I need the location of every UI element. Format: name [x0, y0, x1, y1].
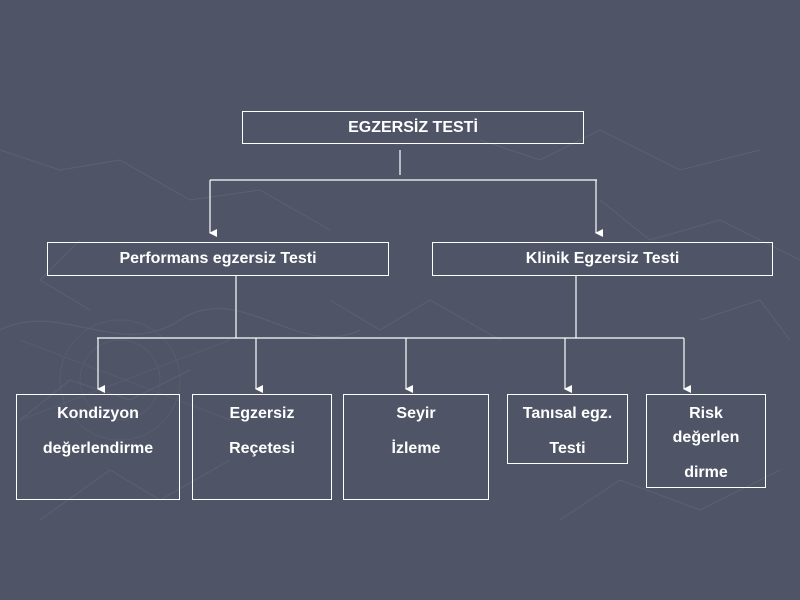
node-line: dirme — [684, 464, 728, 481]
node-line: Reçetesi — [229, 440, 295, 457]
node-line: Seyir — [396, 405, 436, 422]
node-label: Klinik Egzersiz Testi — [525, 250, 680, 267]
node-line: değerlendirme — [42, 440, 154, 457]
node-line: Kondizyon — [57, 405, 139, 422]
node-egzersiz-recetesi: Egzersiz Reçetesi — [192, 394, 332, 500]
node-label: Performans egzersiz Testi — [119, 250, 317, 267]
node-risk-degerlendirme: Risk değerlen dirme — [646, 394, 766, 488]
node-kondizyon-degerlendirme: Kondizyon değerlendirme — [16, 394, 180, 500]
node-line: değerlen — [672, 429, 740, 446]
node-tanisal-egz-testi: Tanısal egz. Testi — [507, 394, 628, 464]
node-line: Testi — [549, 440, 586, 457]
node-klinik-egzersiz-testi: Klinik Egzersiz Testi — [432, 242, 773, 276]
node-line: İzleme — [391, 440, 441, 457]
node-line: Tanısal egz. — [522, 405, 613, 422]
node-line: Risk — [689, 405, 723, 422]
node-performans-egzersiz-testi: Performans egzersiz Testi — [47, 242, 389, 276]
root-node-label: EGZERSİZ TESTİ — [348, 118, 478, 136]
node-line: Egzersiz — [229, 405, 295, 422]
root-node: EGZERSİZ TESTİ — [242, 111, 584, 144]
node-seyir-izleme: Seyir İzleme — [343, 394, 489, 500]
